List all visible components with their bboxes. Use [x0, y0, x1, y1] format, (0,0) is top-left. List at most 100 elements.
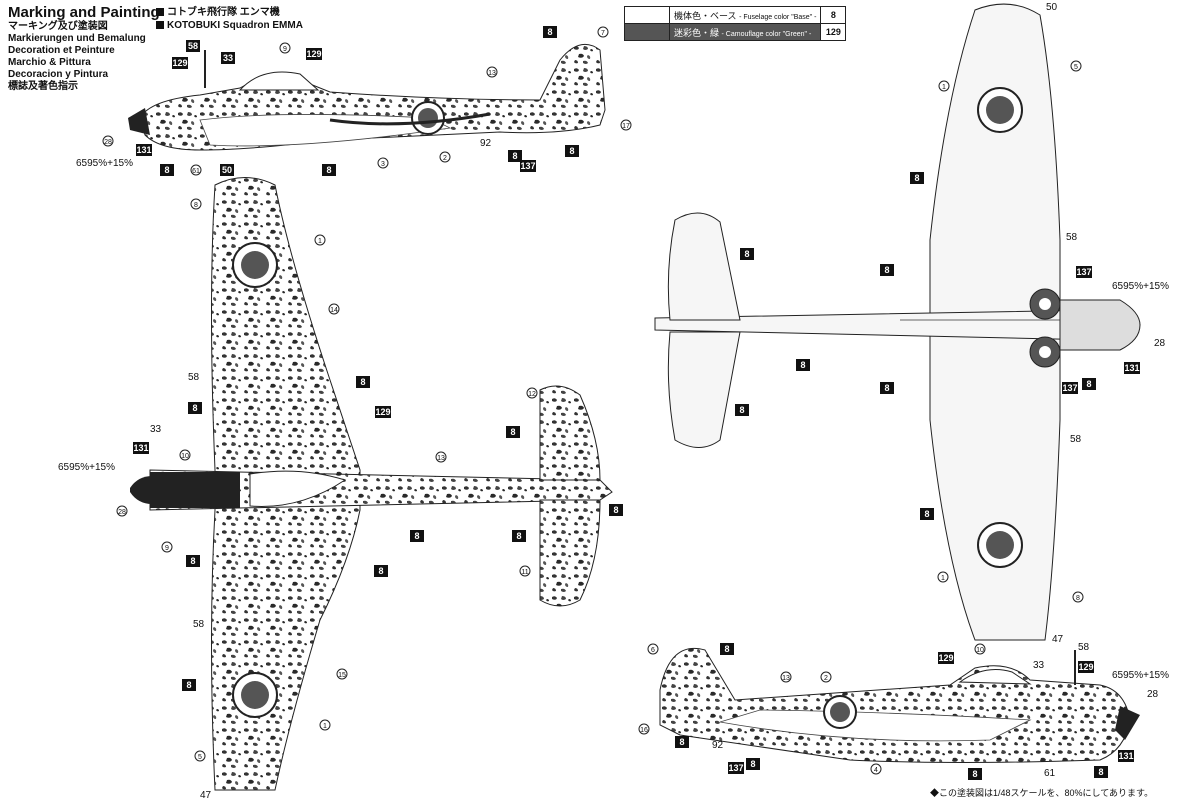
callout-box: 8 — [374, 565, 388, 577]
svg-text:8: 8 — [1076, 595, 1080, 602]
callout-box: 8 — [543, 26, 557, 38]
svg-text:92: 92 — [712, 740, 724, 751]
subtitle-de: Markierungen und Bemalung — [8, 33, 146, 44]
bottom-view-right — [654, 3, 1141, 641]
callout-circle: 10 — [974, 643, 986, 655]
callout-box: 8 — [920, 508, 934, 520]
svg-text:92: 92 — [480, 138, 492, 149]
svg-text:61: 61 — [1044, 768, 1056, 779]
svg-text:61: 61 — [192, 168, 200, 175]
svg-text:8: 8 — [414, 531, 419, 541]
callout-box: 137 — [728, 762, 744, 774]
mix-label-left: 6595%+15% — [76, 158, 133, 169]
svg-text:47: 47 — [200, 790, 212, 800]
callout-text: 61 — [1044, 768, 1056, 779]
callout-box: 8 — [512, 530, 526, 542]
svg-text:15: 15 — [338, 672, 346, 679]
svg-text:137: 137 — [1062, 383, 1077, 393]
callout-circle: 1 — [314, 234, 326, 246]
callout-box: 129 — [1078, 661, 1094, 673]
svg-text:8: 8 — [512, 151, 517, 161]
callout-box: 8 — [410, 530, 424, 542]
callout-circle: 11 — [519, 565, 531, 577]
svg-text:8: 8 — [679, 737, 684, 747]
svg-text:9: 9 — [283, 46, 287, 53]
callout-circle: 4 — [870, 763, 882, 775]
svg-text:58: 58 — [188, 41, 198, 51]
svg-text:8: 8 — [569, 146, 574, 156]
callout-box: 131 — [133, 442, 149, 454]
callout-circle: 14 — [328, 303, 340, 315]
svg-text:4: 4 — [874, 767, 878, 774]
legend-swatch-camo — [624, 23, 670, 41]
callout-text: 92 — [480, 138, 492, 149]
callout-box: 8 — [910, 172, 924, 184]
svg-text:8: 8 — [1086, 379, 1091, 389]
svg-text:12: 12 — [528, 391, 536, 398]
svg-text:8: 8 — [724, 644, 729, 654]
svg-text:129: 129 — [172, 58, 187, 68]
svg-text:1: 1 — [942, 84, 946, 91]
callout-circle: 2 — [820, 671, 832, 683]
callout-box: 131 — [1118, 750, 1134, 762]
svg-text:1: 1 — [318, 238, 322, 245]
svg-text:58: 58 — [1078, 642, 1090, 653]
callout-box: 131 — [1124, 362, 1140, 374]
svg-text:13: 13 — [488, 70, 496, 77]
callout-circle: 9 — [161, 541, 173, 553]
squadron-label: コトブキ飛行隊 エンマ機 KOTOBUKI Squadron EMMA — [156, 6, 303, 32]
svg-text:8: 8 — [516, 531, 521, 541]
callout-circle: 9 — [279, 42, 291, 54]
svg-text:8: 8 — [547, 27, 552, 37]
callout-circle: 5 — [1070, 60, 1082, 72]
svg-text:58: 58 — [1070, 434, 1082, 445]
callout-box: 8 — [720, 643, 734, 655]
callout-text: 47 — [200, 790, 212, 800]
svg-text:8: 8 — [510, 427, 515, 437]
callout-circle: 1 — [937, 571, 949, 583]
svg-text:33: 33 — [1033, 660, 1045, 671]
legend-row-camo: 迷彩色・緑 - Camouflage color "Green" - 129 — [624, 23, 847, 41]
callout-group: 58 33 129 129 8 8 8 131 8 8 137 9 7 13 1… — [58, 2, 1169, 800]
callout-box: 8 — [160, 164, 174, 176]
svg-text:9: 9 — [165, 545, 169, 552]
bullet-square-icon — [156, 21, 164, 29]
callout-text: 28 — [1147, 689, 1159, 700]
callout-box: 8 — [356, 376, 370, 388]
callout-box: 8 — [675, 736, 689, 748]
svg-text:8: 8 — [744, 249, 749, 259]
svg-text:129: 129 — [938, 653, 953, 663]
svg-text:28: 28 — [1154, 338, 1166, 349]
svg-text:1: 1 — [941, 575, 945, 582]
callout-text: 50 — [1046, 2, 1058, 13]
callout-box: 137 — [1062, 382, 1078, 394]
subtitle-jp: マーキング及び塗装図 — [8, 21, 108, 32]
callout-box: 8 — [1082, 378, 1096, 390]
callout-box: 58 — [186, 40, 200, 52]
top-view-left — [130, 177, 613, 791]
callout-box: 8 — [968, 768, 982, 780]
callout-circle: 1 — [938, 80, 950, 92]
svg-text:3: 3 — [381, 161, 385, 168]
svg-text:129: 129 — [306, 49, 321, 59]
callout-box: 33 — [221, 52, 235, 64]
callout-box: 8 — [565, 145, 579, 157]
callout-circle: 10 — [179, 449, 191, 461]
svg-text:131: 131 — [133, 443, 148, 453]
svg-text:8: 8 — [194, 202, 198, 209]
svg-text:137: 137 — [520, 161, 535, 171]
page-header: Marking and Painting マーキング及び塗装図 Markieru… — [8, 4, 160, 93]
callout-text: 58 — [1070, 434, 1082, 445]
svg-text:8: 8 — [192, 403, 197, 413]
svg-text:8: 8 — [1098, 767, 1103, 777]
svg-text:10: 10 — [976, 647, 984, 654]
svg-text:131: 131 — [136, 145, 151, 155]
svg-text:137: 137 — [1076, 267, 1091, 277]
svg-text:8: 8 — [190, 556, 195, 566]
svg-text:8: 8 — [360, 377, 365, 387]
callout-box: 8 — [186, 555, 200, 567]
svg-text:2: 2 — [824, 675, 828, 682]
svg-text:2: 2 — [443, 155, 447, 162]
svg-text:5: 5 — [198, 754, 202, 761]
svg-text:58: 58 — [188, 372, 200, 383]
